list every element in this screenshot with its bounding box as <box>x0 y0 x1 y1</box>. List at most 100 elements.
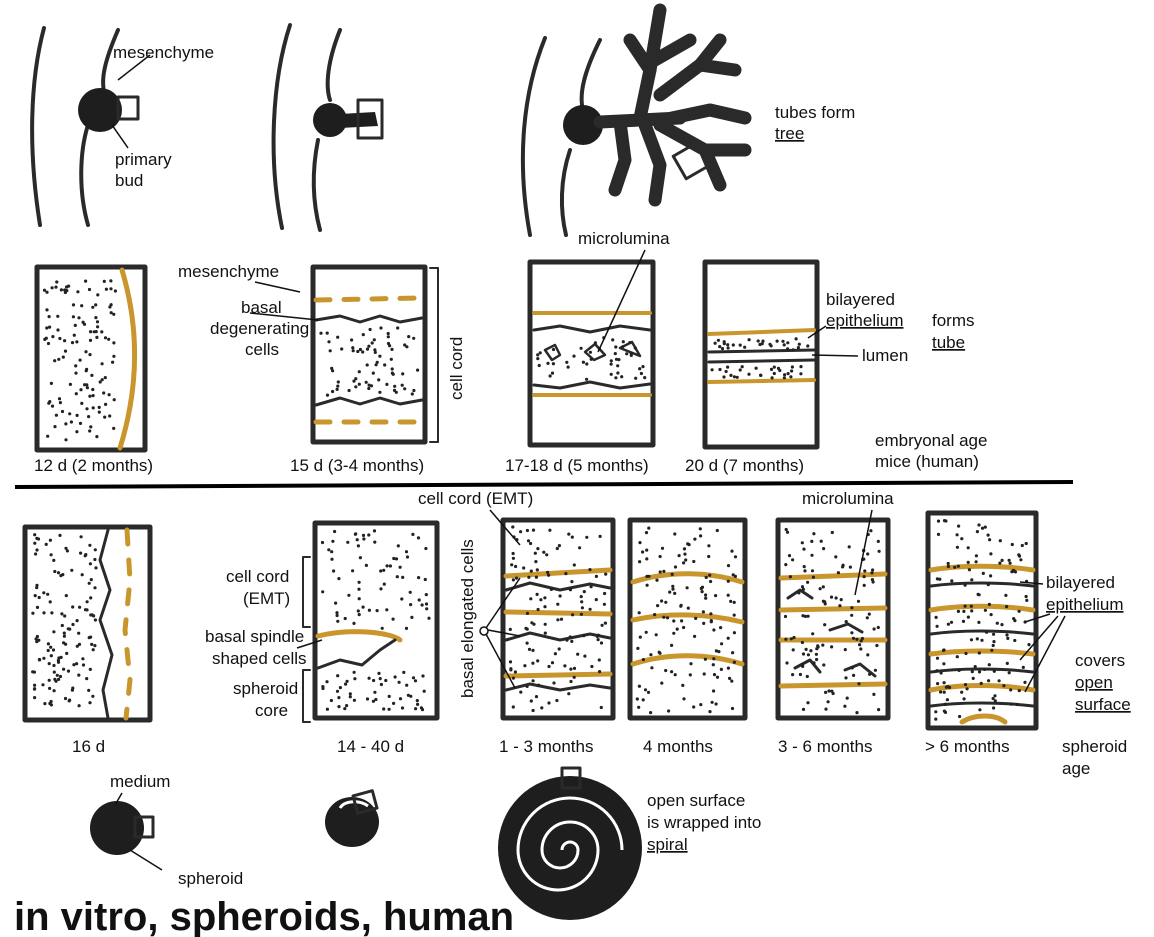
cell-dot <box>776 340 779 343</box>
cell-dot <box>34 594 37 597</box>
cell-dot <box>391 367 394 370</box>
cell-dot <box>344 683 347 686</box>
cell-dot <box>409 591 412 594</box>
cell-dot <box>975 560 978 563</box>
cell-dot <box>345 704 348 707</box>
age-caption-vivo-2: mice (human) <box>875 452 979 471</box>
cell-dot <box>849 566 852 569</box>
cell-dot <box>967 616 970 619</box>
cell-dot <box>866 616 869 619</box>
cell-dot <box>998 562 1001 565</box>
cell-dot <box>601 624 604 627</box>
age-vitro-2: 14 - 40 d <box>337 737 404 756</box>
cell-dot <box>552 348 555 351</box>
cell-dot <box>693 538 696 541</box>
cell-dot <box>531 649 534 652</box>
cell-dot <box>834 555 837 558</box>
cell-dot <box>998 679 1001 682</box>
label-spheroid: spheroid <box>233 679 298 698</box>
cell-dot <box>89 425 92 428</box>
cell-dot <box>713 673 716 676</box>
cell-dot <box>866 552 869 555</box>
cell-dot <box>512 677 515 680</box>
cell-dot <box>686 586 689 589</box>
cell-dot <box>611 338 614 341</box>
cell-dot <box>790 637 793 640</box>
cell-dot <box>62 356 65 359</box>
cell-dot <box>529 597 532 600</box>
cell-dot <box>630 354 633 357</box>
cell-dot <box>515 577 518 580</box>
cell-dot <box>755 367 758 370</box>
cell-dot <box>519 530 522 533</box>
cell-dot <box>730 680 733 683</box>
cell-dot <box>838 604 841 607</box>
cell-dot <box>361 350 364 353</box>
cell-dot <box>52 664 55 667</box>
cell-dot <box>53 689 56 692</box>
cell-dot <box>844 648 847 651</box>
cell-dot <box>539 351 542 354</box>
cell-dot <box>802 708 805 711</box>
cell-dot <box>868 613 871 616</box>
label-cell-cord-emt-top: cell cord (EMT) <box>418 489 533 508</box>
cell-dot <box>524 627 527 630</box>
cell-dot <box>539 598 542 601</box>
cell-dot <box>88 701 91 704</box>
cell-dot <box>935 669 938 672</box>
cell-dot <box>1008 559 1011 562</box>
cell-dot <box>588 568 591 571</box>
cell-dot <box>71 341 74 344</box>
cell-dot <box>869 529 872 532</box>
cell-dot <box>89 613 92 616</box>
cell-dot <box>841 565 844 568</box>
cell-dot <box>72 303 75 306</box>
cell-dot <box>649 653 652 656</box>
cell-dot <box>331 390 334 393</box>
age-vitro-4: 4 months <box>643 737 713 756</box>
cell-dot <box>723 342 726 345</box>
cell-dot <box>335 611 338 614</box>
cell-dot <box>414 679 417 682</box>
cell-dot <box>583 655 586 658</box>
cell-dot <box>1022 666 1025 669</box>
cell-dot <box>620 375 623 378</box>
cell-dot <box>960 537 963 540</box>
cell-dot <box>573 563 576 566</box>
cell-dot <box>63 339 66 342</box>
cell-dot <box>674 565 677 568</box>
cell-dot <box>987 534 990 537</box>
age-vitro-3: 1 - 3 months <box>499 737 594 756</box>
cell-dot <box>660 682 663 685</box>
cell-dot <box>417 536 420 539</box>
cell-dot <box>79 552 82 555</box>
cell-dot <box>645 549 648 552</box>
cell-dot <box>988 538 991 541</box>
cell-dot <box>330 367 333 370</box>
cell-dot <box>1013 570 1016 573</box>
cell-dot <box>551 372 554 375</box>
cell-dot <box>337 705 340 708</box>
age-vivo-2: 15 d (3-4 months) <box>290 456 424 475</box>
cell-dot <box>93 330 96 333</box>
cell-dot <box>866 653 869 656</box>
cell-dot <box>356 538 359 541</box>
cell-dot <box>731 707 734 710</box>
organ-outline-3 <box>523 10 745 235</box>
cell-dot <box>42 591 45 594</box>
cell-dot <box>392 557 395 560</box>
cell-dot <box>645 631 648 634</box>
label-core: core <box>255 701 288 720</box>
cell-dot <box>389 564 392 567</box>
cell-dot <box>352 622 355 625</box>
vivo-panel-15d <box>313 267 425 442</box>
cell-dot <box>94 566 97 569</box>
cell-dot <box>76 619 79 622</box>
cell-dot <box>634 346 637 349</box>
vitro-panel-3-6m <box>778 520 888 718</box>
cell-dot <box>824 691 827 694</box>
cell-dot <box>354 377 357 380</box>
cell-dot <box>958 715 961 718</box>
cell-dot <box>321 687 324 690</box>
cell-dot <box>84 280 87 283</box>
